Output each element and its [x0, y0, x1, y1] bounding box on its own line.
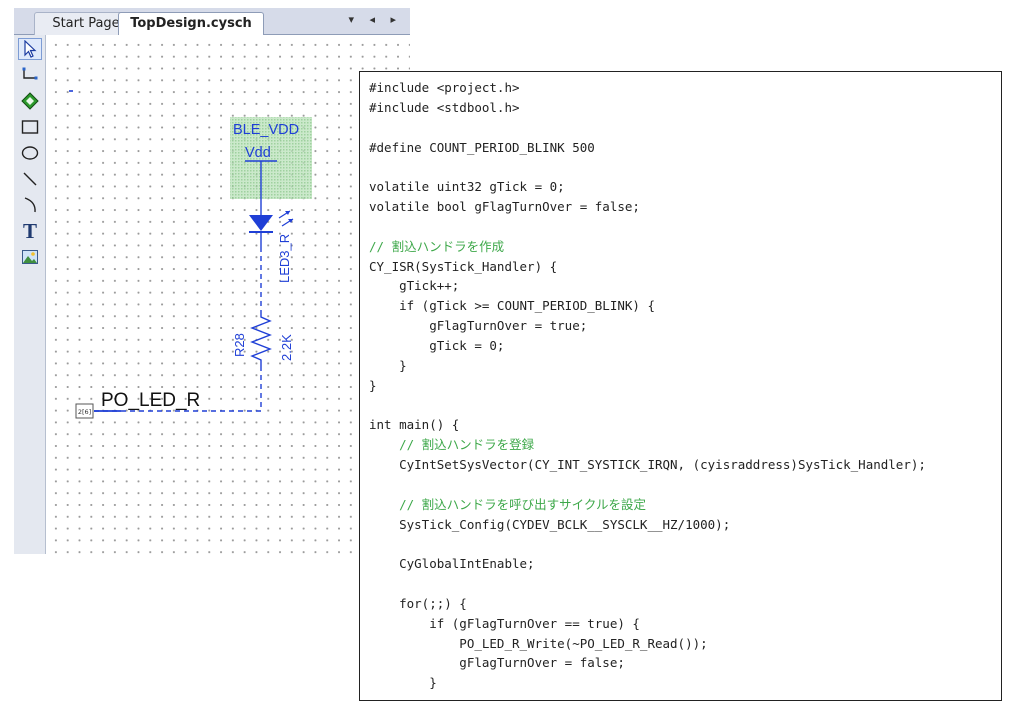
code-line [369, 475, 926, 495]
code-line [369, 396, 926, 416]
code-line: if (gTick >= COUNT_PERIOD_BLINK) { [369, 298, 655, 314]
pointer-tool-button[interactable] [18, 38, 42, 60]
code-line: } [369, 675, 437, 691]
code-line: #define COUNT_PERIOD_BLINK 500 [369, 139, 595, 155]
code-line: CyGlobalIntEnable; [369, 556, 535, 572]
resistor-symbol [250, 311, 272, 366]
code-line: volatile bool gFlagTurnOver = false; [369, 199, 640, 215]
arc-icon [24, 197, 36, 213]
code-line: } [369, 377, 377, 393]
component-tool-button[interactable] [18, 90, 42, 112]
code-line [369, 534, 926, 554]
component-diamond-icon [21, 92, 39, 110]
code-line: CY_ISR(SysTick_Handler) { [369, 258, 558, 274]
led-symbol [249, 202, 294, 247]
code-comment-line: // 割込ハンドラを登録 [369, 437, 535, 453]
code-line: } [369, 357, 407, 373]
code-line: gFlagTurnOver = false; [369, 655, 625, 671]
rectangle-icon [21, 120, 39, 134]
code-line [369, 574, 926, 594]
code-line: #include <project.h> [369, 80, 520, 95]
pin-name-label: PO_LED_R [101, 390, 200, 411]
image-tool-button[interactable] [18, 246, 42, 268]
wire-tool-button[interactable] [18, 64, 42, 86]
arc-tool-button[interactable] [18, 194, 42, 216]
power-symbol-area [230, 117, 312, 199]
code-line: gTick = 0; [369, 337, 505, 353]
power-net-label: Vdd [245, 145, 271, 161]
line-tool-button[interactable] [18, 168, 42, 190]
schematic-drawing: BLE_VDD Vdd LED3_R R28 2.2K [69, 90, 312, 419]
ellipse-tool-button[interactable] [18, 142, 42, 164]
wire-icon [22, 67, 38, 80]
code-line [369, 217, 926, 237]
pin-box[interactable] [75, 403, 94, 419]
resistor-ref-label: R28 [232, 333, 247, 357]
code-line: gFlagTurnOver = true; [369, 318, 588, 334]
ellipse-icon [21, 146, 39, 160]
code-line [369, 118, 926, 138]
pin-number-label: 2[6] [78, 408, 91, 416]
source-code: #include <project.h> #include <stdbool.h>… [369, 78, 926, 693]
document-tab-bar: Start Page TopDesign.cysch ▾ ◂ ▸ [14, 8, 410, 35]
pointer-icon [24, 40, 37, 58]
led-ref-label: LED3_R [277, 234, 292, 283]
code-line [369, 157, 926, 177]
code-line: SysTick_Config(CYDEV_BCLK__SYSCLK__HZ/10… [369, 516, 731, 532]
line-icon [23, 172, 37, 186]
tab-start-page[interactable]: Start Page [34, 12, 138, 35]
text-tool-icon: T [22, 218, 37, 243]
tab-topdesign[interactable]: TopDesign.cysch [118, 12, 264, 35]
code-line: PO_LED_R_Write(~PO_LED_R_Read()); [369, 635, 708, 651]
code-line: CyIntSetSysVector(CY_INT_SYSTICK_IRQN, (… [369, 457, 926, 473]
code-listing-panel: #include <project.h> #include <stdbool.h>… [359, 71, 1002, 701]
text-tool-button[interactable]: T [18, 218, 42, 243]
rectangle-tool-button[interactable] [18, 116, 42, 138]
code-line: #include <stdbool.h> [369, 99, 520, 115]
code-line: for(;;) { [369, 595, 467, 611]
code-line: if (gFlagTurnOver == true) { [369, 615, 640, 631]
dashed-wire-resistor-pin [94, 366, 262, 412]
power-name-label: BLE_VDD [233, 122, 299, 138]
schematic-editor-window: Start Page TopDesign.cysch ▾ ◂ ▸ [14, 8, 410, 554]
schematic-canvas[interactable]: BLE_VDD Vdd LED3_R R28 2.2K [46, 35, 410, 554]
code-line: int main() { [369, 417, 460, 433]
code-comment-line: // 割込ハンドラを作成 [369, 238, 505, 254]
code-comment-line: // 割込ハンドラを呼び出すサイクルを設定 [369, 496, 647, 512]
code-line: gTick++; [369, 278, 460, 294]
image-icon [22, 250, 38, 264]
code-line: volatile uint32 gTick = 0; [369, 179, 565, 195]
resistor-value-label: 2.2K [279, 334, 294, 361]
tab-navigation-controls[interactable]: ▾ ◂ ▸ [348, 13, 402, 26]
drawing-toolbox: T [14, 35, 46, 554]
